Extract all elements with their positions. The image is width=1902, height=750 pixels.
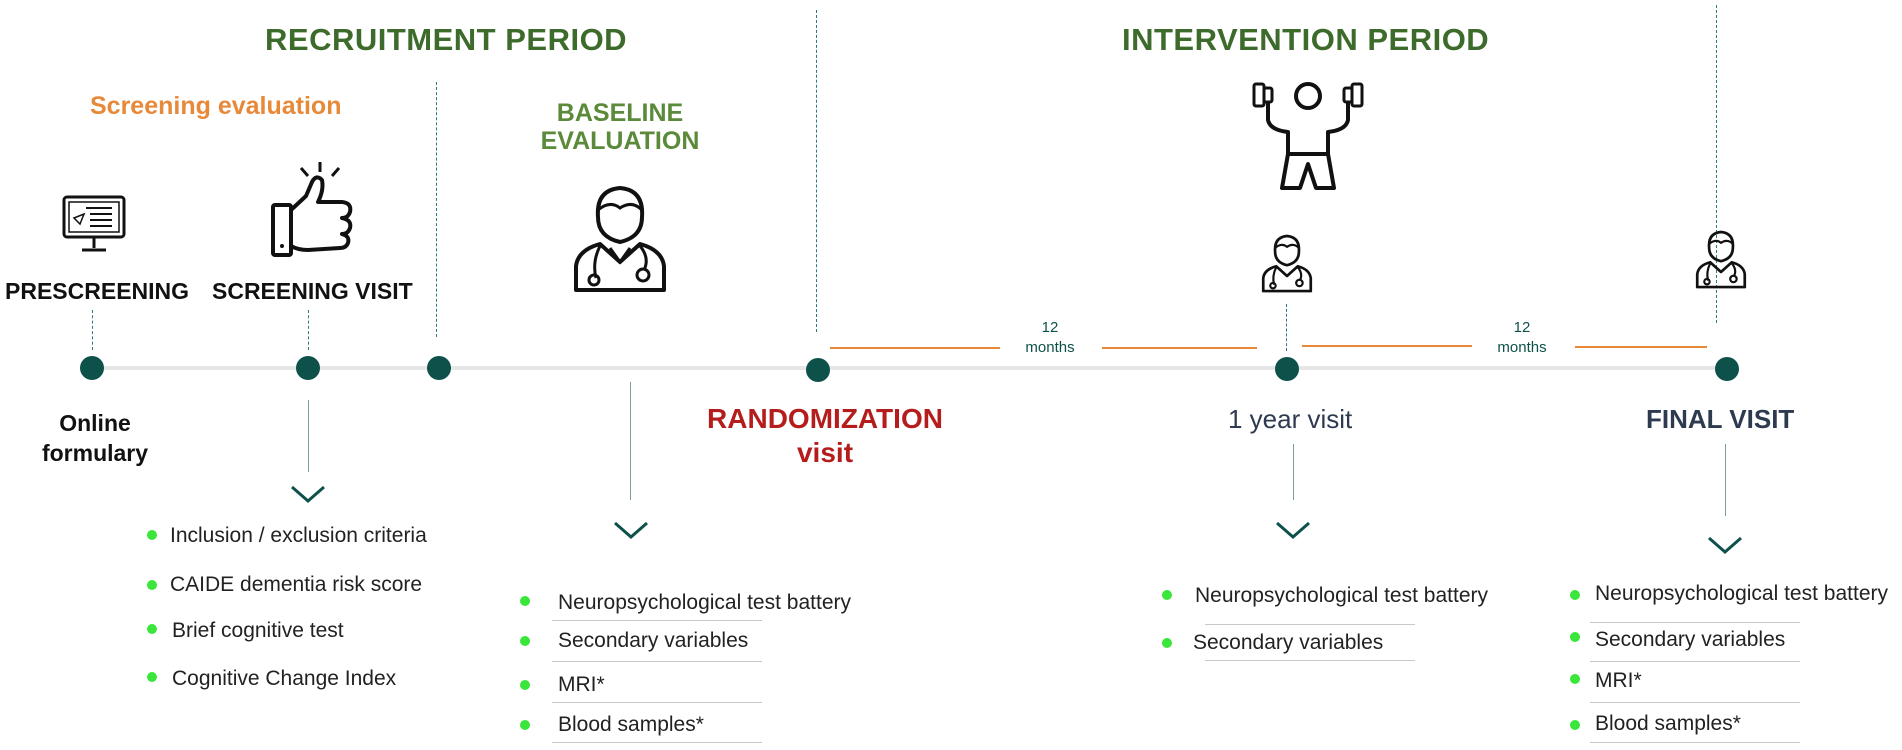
list-item: Cognitive Change Index (172, 667, 397, 690)
bullet-dot (1570, 674, 1580, 684)
randomization-line2: visit (796, 437, 854, 468)
timeline-node-baseline (427, 356, 451, 380)
list-item: Secondary variables (1595, 628, 1786, 651)
prescreening-label: PRESCREENING (5, 278, 190, 304)
online-formulary-label: Online formulary (30, 408, 160, 468)
baseline-evaluation-heading: BASELINE EVALUATION (510, 99, 730, 155)
second-duration-number: 12 (1513, 319, 1531, 336)
timeline-node-year-visit (1275, 357, 1299, 381)
list-item: CAIDE dementia risk score (170, 573, 423, 596)
baseline-heading-line1: BASELINE (556, 99, 684, 127)
bullet-dot (520, 680, 530, 690)
thumbs-up-icon (271, 162, 353, 257)
list-item: Inclusion / exclusion criteria (170, 524, 427, 547)
list-separator (552, 620, 762, 621)
timeline-node-randomization (806, 358, 830, 382)
bullet-dot (520, 596, 530, 606)
timeline-node-screening (296, 356, 320, 380)
divider-baseline (436, 82, 437, 337)
connector-screening (308, 310, 309, 350)
list-separator (552, 661, 762, 662)
duration-line (1102, 347, 1257, 349)
chevron-down-icon (291, 485, 325, 503)
list-separator (1590, 661, 1800, 662)
weightlifter-icon (1252, 82, 1364, 190)
randomization-visit-label: RANDOMIZATION visit (700, 402, 950, 470)
list-item: MRI* (1595, 669, 1642, 692)
bullet-dot (1570, 590, 1580, 600)
timeline-node-prescreening (80, 356, 104, 380)
randomization-line1: RANDOMIZATION (707, 403, 943, 434)
list-item: Secondary variables (558, 629, 749, 652)
list-item: Neuropsychological test battery (1195, 584, 1488, 607)
list-separator (1590, 622, 1800, 623)
list-item: Blood samples* (558, 713, 704, 736)
list-separator (1590, 742, 1800, 743)
year-visit-label: 1 year visit (1228, 404, 1353, 434)
bullet-dot (1162, 590, 1172, 600)
final-visit-label: FINAL VISIT (1646, 404, 1795, 434)
duration-line (1575, 346, 1707, 348)
connector-year-visit (1286, 304, 1287, 351)
connector-year-list (1293, 444, 1294, 500)
bullet-dot (147, 580, 157, 590)
recruitment-period-title: RECRUITMENT PERIOD (265, 22, 628, 57)
list-item: Blood samples* (1595, 712, 1741, 735)
computer-monitor-icon (62, 195, 126, 252)
first-duration-number: 12 (1041, 319, 1059, 336)
doctor-icon (1261, 234, 1313, 293)
first-duration-label: 12 months (1010, 318, 1090, 358)
list-separator (552, 742, 762, 743)
list-item: MRI* (558, 673, 605, 696)
first-duration-unit: months (1025, 339, 1075, 356)
doctor-icon (1695, 230, 1747, 289)
list-separator (552, 702, 762, 703)
list-separator (1205, 624, 1415, 625)
bullet-dot (147, 672, 157, 682)
connector-baseline-list (630, 382, 631, 500)
screening-evaluation-heading: Screening evaluation (90, 92, 342, 120)
screening-visit-label: SCREENING VISIT (212, 278, 413, 304)
timeline-node-final (1715, 357, 1739, 381)
list-item: Neuropsychological test battery (1595, 582, 1888, 605)
list-separator (1205, 660, 1415, 661)
bullet-dot (147, 530, 157, 540)
doctor-icon (574, 185, 666, 292)
chevron-down-icon (614, 521, 648, 539)
bullet-dot (1570, 632, 1580, 642)
bullet-dot (1570, 720, 1580, 730)
baseline-heading-line2: EVALUATION (540, 127, 700, 155)
timeline-line (92, 366, 1728, 370)
list-item: Neuropsychological test battery (558, 591, 851, 614)
chevron-down-icon (1276, 521, 1310, 539)
online-formulary-line1: Online (59, 410, 131, 436)
chevron-down-icon (1708, 536, 1742, 554)
connector-final-list (1725, 444, 1726, 516)
divider-randomization (816, 10, 817, 332)
intervention-period-title: INTERVENTION PERIOD (1122, 22, 1490, 57)
list-separator (1590, 702, 1800, 703)
duration-line (1302, 345, 1472, 347)
connector-prescreening (92, 310, 93, 350)
second-duration-unit: months (1497, 339, 1547, 356)
bullet-dot (520, 636, 530, 646)
bullet-dot (147, 624, 157, 634)
list-item: Brief cognitive test (172, 619, 344, 642)
bullet-dot (1162, 638, 1172, 648)
connector-screening-list (308, 400, 309, 472)
bullet-dot (520, 720, 530, 730)
second-duration-label: 12 months (1482, 318, 1562, 358)
duration-line (830, 347, 1000, 349)
online-formulary-line2: formulary (41, 440, 149, 466)
divider-final (1716, 5, 1717, 323)
list-item: Secondary variables (1193, 631, 1384, 654)
